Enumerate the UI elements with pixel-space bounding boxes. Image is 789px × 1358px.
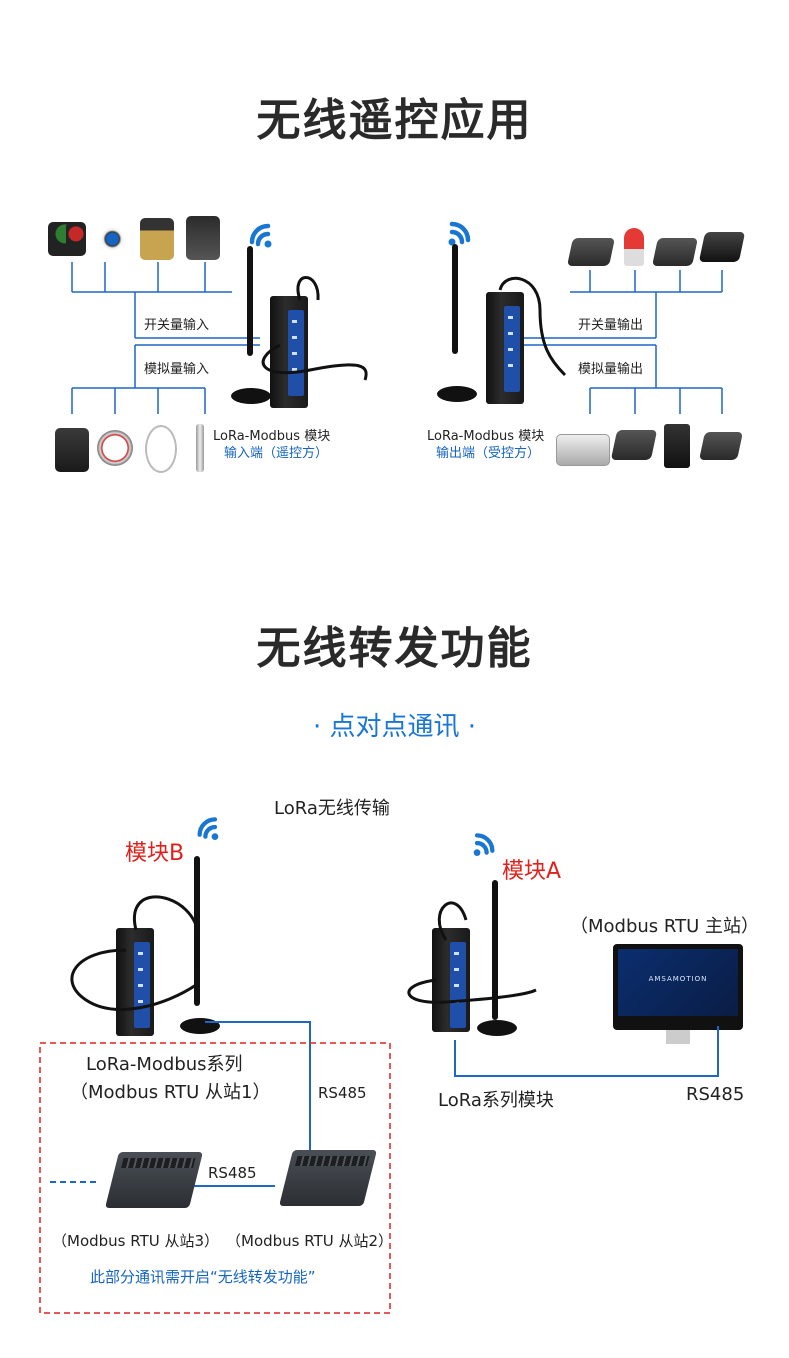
instrument-icon: [556, 434, 610, 466]
antenna-icon: [247, 246, 253, 356]
section2-subtitle: · 点对点通讯 ·: [312, 712, 477, 742]
cable-icon: [498, 276, 567, 377]
lora-modbus-module-output: [486, 292, 524, 404]
wifi-signal-icon: [448, 221, 471, 246]
right-module-role: 输出端（受控方）: [436, 446, 541, 461]
thermocouple-icon: [145, 425, 177, 473]
cable-icon: [261, 276, 368, 381]
contactor-icon: [186, 216, 220, 260]
slave3-label: （Modbus RTU 从站3）: [52, 1232, 220, 1250]
plc-slave2-icon: [279, 1150, 377, 1206]
antenna-base-icon: [231, 388, 271, 404]
section2-title: 无线转发功能: [256, 623, 533, 674]
left-module-name: LoRa-Modbus 模块: [213, 429, 331, 444]
rs485-mid-label: RS485: [208, 1164, 257, 1182]
module-a-label: 模块A: [502, 859, 562, 884]
antenna-icon: [492, 880, 498, 1020]
forwarding-area-frame: [39, 1042, 391, 1314]
antenna-base-icon: [477, 1020, 517, 1036]
section1-wiring: [71, 262, 723, 414]
cable-icon: [70, 895, 200, 1011]
digital-output-label: 开关量输出: [578, 318, 644, 333]
lora-modbus-module-input: [270, 296, 308, 408]
cable-icon: [407, 901, 537, 1004]
screen-brand-text: AMSAMOTION: [648, 975, 708, 983]
inverter-icon: [664, 424, 690, 468]
forwarding-note: 此部分通讯需开启“无线转发功能”: [90, 1268, 316, 1286]
push-button-red-icon: [66, 222, 86, 256]
temperature-probe-icon: [196, 424, 204, 472]
antenna-icon: [452, 244, 458, 354]
plc-slave3-icon: [105, 1152, 203, 1208]
rs485-left-label: RS485: [318, 1084, 367, 1102]
master-label: （Modbus RTU 主站）: [570, 916, 759, 937]
series-label: LoRa-Modbus系列: [86, 1054, 243, 1075]
module-b-label: 模块B: [125, 841, 185, 866]
wifi-signal-icon: [473, 833, 495, 856]
rs485-right-label: RS485: [686, 1084, 745, 1105]
slave1-label: （Modbus RTU 从站1）: [70, 1082, 271, 1103]
digital-input-label: 开关量输入: [144, 318, 210, 333]
antenna-base-icon: [437, 386, 477, 402]
solenoid-valve-icon: [140, 218, 174, 260]
lora-wireless-label: LoRa无线传输: [274, 798, 390, 819]
inverter-icon: [55, 428, 89, 472]
computer-monitor-icon: AMSAMOTION: [613, 944, 743, 1030]
wifi-signal-icon: [197, 817, 219, 840]
monitor-stand-icon: [666, 1030, 690, 1044]
proximity-sensor-icon: [92, 222, 126, 256]
section1-title: 无线遥控应用: [256, 95, 533, 146]
analog-input-label: 模拟量输入: [144, 362, 210, 377]
analog-output-label: 模拟量输出: [578, 362, 644, 377]
wifi-signal-icon: [249, 223, 272, 248]
lora-module-label: LoRa系列模块: [438, 1090, 554, 1111]
lora-module-b: [116, 928, 154, 1036]
lora-module-a: [432, 928, 470, 1032]
alarm-light-icon: [624, 228, 644, 266]
right-module-name: LoRa-Modbus 模块: [427, 429, 545, 444]
slave2-label: （Modbus RTU 从站2）: [226, 1232, 394, 1250]
left-module-role: 输入端（遥控方）: [224, 446, 329, 461]
pressure-gauge-icon: [97, 430, 133, 466]
